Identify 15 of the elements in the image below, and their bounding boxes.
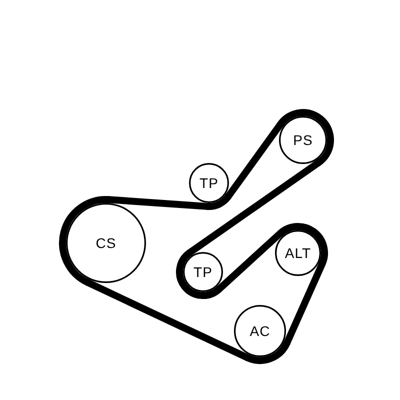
pulley <box>234 305 286 357</box>
pulley <box>189 163 229 203</box>
belt-segment <box>224 120 284 200</box>
pulley-label: AC <box>250 323 270 339</box>
pulley-label: ALT <box>284 245 312 261</box>
pulley-label: TP <box>200 175 218 191</box>
pulley <box>275 230 321 276</box>
belt-segment <box>186 159 322 256</box>
pulley-label: PS <box>293 132 313 148</box>
pulley <box>66 203 146 283</box>
pulley <box>279 116 327 164</box>
pulley-label: TP <box>194 264 212 280</box>
belt-segment <box>215 230 284 293</box>
pulley-label: CS <box>96 235 116 251</box>
pulley <box>183 252 223 292</box>
